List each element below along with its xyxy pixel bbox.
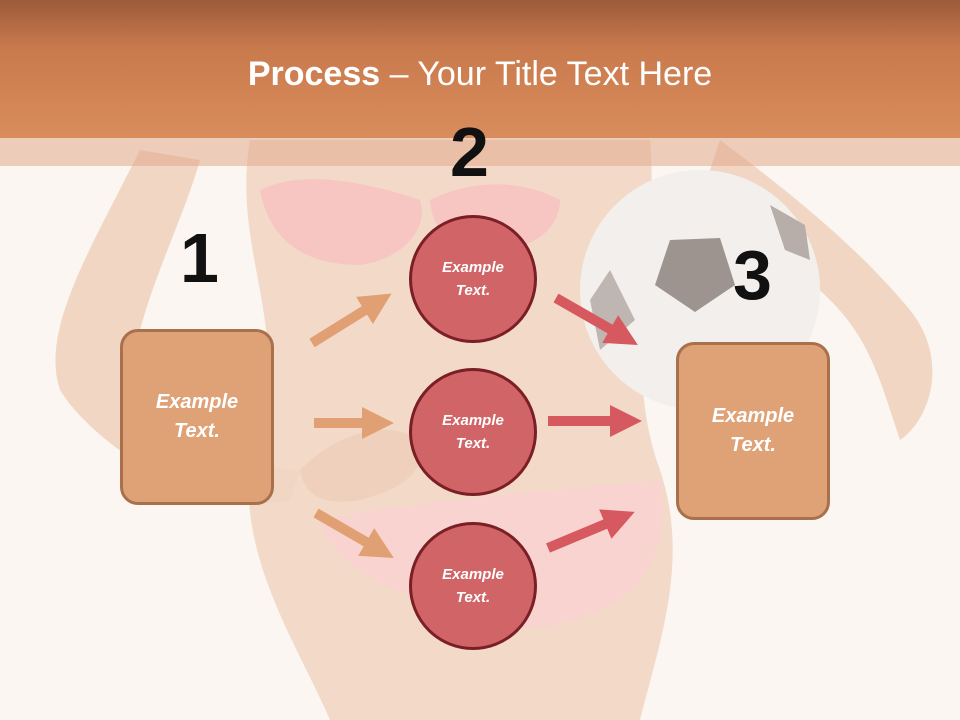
step-1-box: Example Text.: [120, 329, 274, 505]
step-3-text-line2: Text.: [730, 434, 776, 456]
step-number-1: 1: [180, 219, 219, 297]
title-rest: – Your Title Text Here: [380, 55, 713, 93]
step-1-text-line2: Text.: [174, 420, 220, 442]
step-1-text-line1: Example: [155, 391, 239, 413]
circle-bottom-line2: Text.: [455, 589, 491, 606]
step-3-box: Example Text.: [676, 342, 830, 520]
step-2-circle-middle: Example Text.: [409, 368, 537, 496]
step-2-circle-bottom: Example Text.: [409, 522, 537, 650]
title-bold: Process: [247, 55, 381, 93]
circle-top-line2: Text.: [455, 282, 491, 299]
slide-title: Process – Your Title Text Here: [0, 52, 960, 96]
title-bar-band: [0, 138, 960, 166]
step-3-text-line1: Example: [711, 405, 795, 427]
step-number-2: 2: [450, 113, 489, 191]
circle-middle-line1: Example: [442, 412, 504, 429]
step-2-circle-top: Example Text.: [409, 215, 537, 343]
step-number-3: 3: [733, 236, 772, 314]
title-bar: [0, 0, 960, 138]
circle-top-line1: Example: [442, 259, 504, 276]
circle-middle-line2: Text.: [455, 435, 491, 452]
circle-bottom-line1: Example: [442, 566, 504, 583]
